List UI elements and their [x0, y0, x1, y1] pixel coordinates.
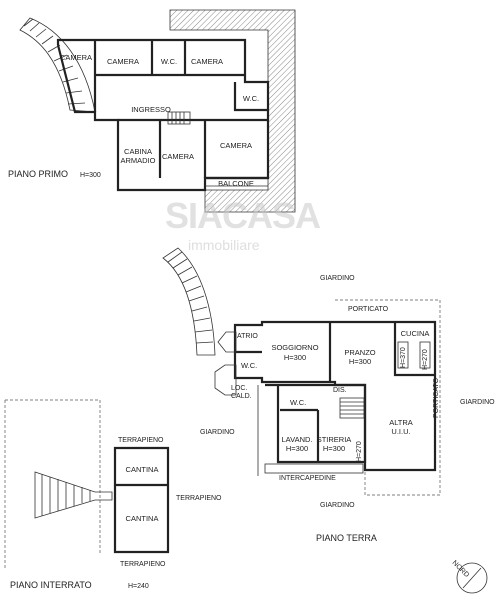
- north-arrow: NORD: [451, 559, 488, 594]
- label-cald: CALD.: [231, 393, 252, 400]
- north-arrow-circle: [456, 562, 488, 594]
- label-cucina: CUCINA: [401, 329, 430, 338]
- ground-floor-plan: GIARDINO PORTICATO ATRIO SOGGIORNO H=300…: [162, 247, 495, 543]
- interior-stair-steps: [340, 401, 364, 415]
- label-terrapieno-top: TERRAPIENO: [118, 437, 164, 444]
- first-floor-title: PIANO PRIMO: [8, 169, 68, 179]
- label-stireria: STIRERIA: [317, 435, 352, 444]
- label-loc: LOC.: [231, 385, 247, 392]
- basement-walls: [113, 446, 170, 554]
- ground-lower-walls: [265, 383, 367, 464]
- bay-window-lower: [214, 364, 237, 396]
- label-stireria-h: H=300: [323, 444, 345, 453]
- label-altra: ALTRA: [389, 418, 413, 427]
- ground-floor-inner: [235, 322, 435, 382]
- ground-curved-stair: [162, 247, 216, 356]
- ground-curved-stair-treads: [167, 251, 214, 344]
- label-dis: DIS.: [333, 387, 347, 394]
- basement-plan: TERRAPIENO CANTINA CANTINA TERRAPIENO TE…: [4, 399, 222, 590]
- basement-height: H=240: [128, 583, 149, 590]
- label-wc-a: W.C.: [241, 361, 257, 370]
- label-giardino-top: GIARDINO: [320, 275, 355, 282]
- room-wc-1: W.C.: [161, 57, 177, 66]
- room-camera-3: CAMERA: [191, 57, 223, 66]
- label-cantina-1: CANTINA: [126, 465, 159, 474]
- room-camera-1: CAMERA: [60, 53, 92, 62]
- watermark-sub: immobiliare: [188, 237, 260, 253]
- curved-stair-treads: [23, 18, 86, 105]
- bay-window: [217, 331, 237, 353]
- intercapedine-band: [264, 463, 364, 474]
- room-cabina: CABINA: [124, 147, 152, 156]
- label-pranzo-h: H=300: [349, 357, 371, 366]
- room-camera-2: CAMERA: [107, 57, 139, 66]
- cucina-counter-2: [419, 341, 431, 369]
- stair-landing: [167, 111, 191, 125]
- ground-floor-title: PIANO TERRA: [316, 533, 377, 543]
- label-cantina-2: CANTINA: [126, 514, 159, 523]
- room-balcone: BALCONE: [218, 179, 254, 188]
- label-giardino-left: GIARDINO: [200, 429, 235, 436]
- label-soggiorno-h: H=300: [284, 353, 306, 362]
- label-h270-side: H=270: [422, 349, 429, 370]
- label-atrio: ATRIO: [237, 333, 258, 340]
- label-porticato-top: PORTICATO: [348, 306, 389, 313]
- stair-landing-steps: [171, 112, 185, 124]
- basement-title: PIANO INTERRATO: [10, 580, 92, 590]
- first-floor-plan: CAMERA CAMERA W.C. CAMERA INGRESSO W.C. …: [8, 9, 296, 213]
- label-wc-b: W.C.: [290, 398, 306, 407]
- watermark: SIACASA immobiliare: [165, 195, 322, 253]
- label-porticato-right: PORTICATO: [433, 377, 440, 418]
- room-camera-4: CAMERA: [162, 152, 194, 161]
- first-floor-walls: [56, 38, 270, 192]
- room-ingresso: INGRESSO: [131, 105, 171, 114]
- first-floor-height: H=300: [80, 172, 101, 179]
- room-wc-2: W.C.: [243, 94, 259, 103]
- label-intercapedine: INTERCAPEDINE: [279, 475, 336, 482]
- room-armadio: ARMADIO: [120, 156, 155, 165]
- label-terrapieno-bottom: TERRAPIENO: [120, 561, 166, 568]
- curved-stair: [19, 17, 96, 113]
- label-pranzo: PRANZO: [344, 348, 375, 357]
- basement-outline: [4, 399, 101, 570]
- label-lavand: LAVAND.: [282, 435, 313, 444]
- north-label: NORD: [451, 559, 471, 579]
- interior-stair: [339, 397, 365, 419]
- label-lavand-h: H=300: [286, 444, 308, 453]
- first-floor-inner: [93, 40, 268, 180]
- label-uiu: U.I.U.: [391, 427, 410, 436]
- label-terrapieno-right: TERRAPIENO: [176, 495, 222, 502]
- watermark-brand: SIACASA: [165, 195, 321, 236]
- room-camera-5: CAMERA: [220, 141, 252, 150]
- basement-stair: [34, 471, 113, 519]
- label-h270: H=270: [356, 441, 363, 462]
- cucina-counter-1: [397, 341, 409, 369]
- porticato-outline: [335, 299, 441, 496]
- label-giardino-right: GIARDINO: [460, 399, 495, 406]
- label-soggiorno: SOGGIORNO: [271, 343, 318, 352]
- label-h370: H=370: [400, 347, 407, 368]
- label-giardino-bottom: GIARDINO: [320, 502, 355, 509]
- north-arrow-line: [462, 567, 482, 589]
- basement-stair-treads: [41, 474, 91, 516]
